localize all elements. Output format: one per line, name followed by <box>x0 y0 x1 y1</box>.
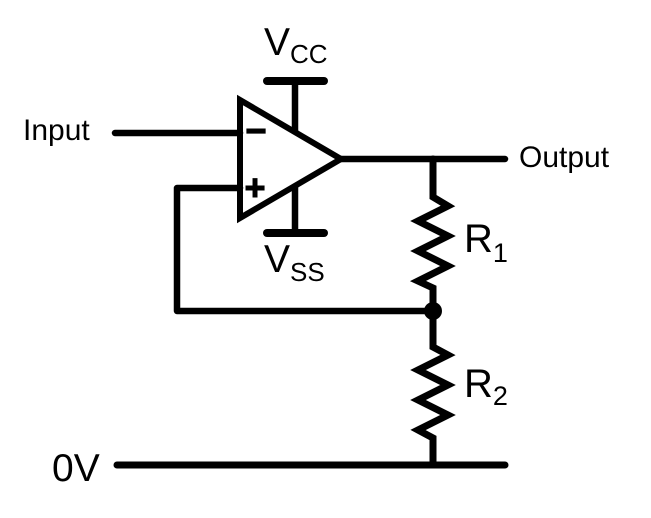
resistor-r1-zigzag <box>409 155 456 315</box>
r1-label: R1 <box>464 217 508 268</box>
output-label: Output <box>519 141 610 174</box>
opamp-triangle <box>237 94 347 224</box>
ground-label: 0V <box>52 447 100 490</box>
feedback-node-dot <box>424 302 442 320</box>
vcc-label-sub: CC <box>290 39 328 69</box>
vcc-label-main: V <box>264 21 290 64</box>
vss-label-sub: SS <box>290 257 325 287</box>
noninverting-input-plus-symbol: + <box>244 167 265 208</box>
vss-label: VSS <box>264 238 325 287</box>
vss-label-main: V <box>264 238 290 281</box>
r1-label-main: R <box>464 217 493 261</box>
feedback-wire <box>173 184 437 315</box>
r2-label-sub: 2 <box>493 381 508 411</box>
r2-label: R2 <box>464 362 508 411</box>
resistor-r2-zigzag <box>410 307 456 469</box>
inverting-input-minus-symbol: − <box>245 110 266 151</box>
r1-label-sub: 1 <box>493 238 508 268</box>
vcc-label: VCC <box>264 21 328 69</box>
input-label: Input <box>23 114 90 147</box>
r2-label-main: R <box>464 362 493 406</box>
